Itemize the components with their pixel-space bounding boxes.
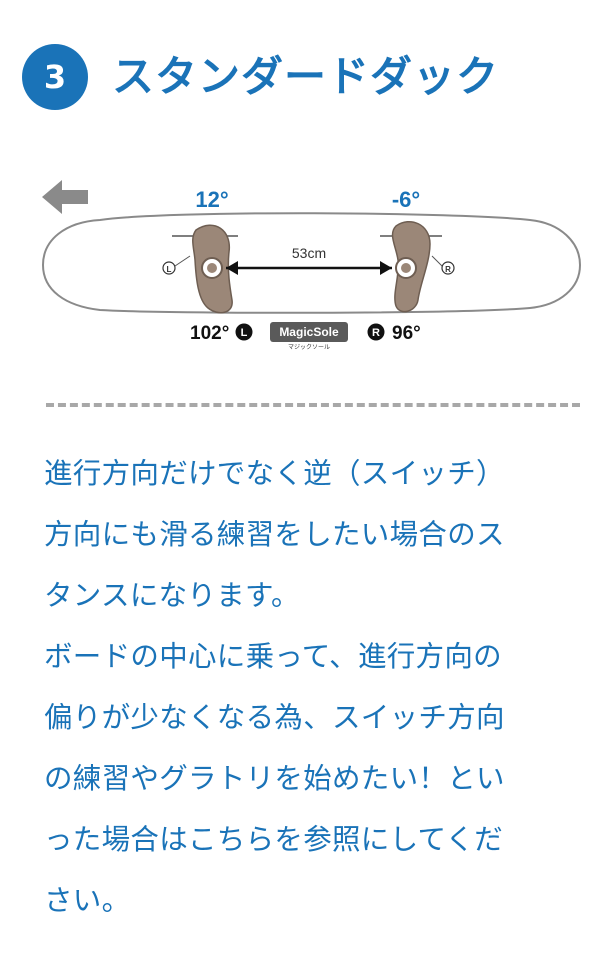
right-marker: R [372, 327, 380, 339]
right-marker-small: R [445, 265, 451, 274]
description-line: ボードの中心に乗って、進行方向の [44, 640, 502, 673]
arrow-left-icon [42, 180, 88, 214]
stance-description: 進行方向だけでなく逆（スイッチ） 方向にも滑る練習をしたい場合のス タンスになり… [44, 443, 574, 931]
stance-title: スタンダードダック [112, 52, 500, 101]
left-marker: L [241, 327, 248, 339]
description-line: タンスになります。 [44, 579, 300, 612]
left-marker-small: L [167, 265, 172, 274]
snowboard-outline [41, 212, 582, 314]
description-line: 偏りが少なくなる為、スイッチ方向 [44, 701, 505, 734]
step-header: 3 スタンダードダック [22, 44, 582, 110]
step-number-badge: 3 [22, 44, 88, 110]
description-line: 方向にも滑る練習をしたい場合のス [44, 518, 505, 551]
description-line: った場合はこちらを参照にしてくだ [44, 823, 504, 856]
description-line: 進行方向だけでなく逆（スイッチ） [44, 457, 505, 490]
description-line: の練習やグラトリを始めたい！とい [44, 762, 505, 795]
svg-text:マジックソール: マジックソール [288, 344, 330, 351]
left-setting-label: 102° [190, 323, 229, 344]
rear-angle-label: -6° [392, 187, 420, 212]
description-line: さい。 [44, 884, 131, 917]
svg-text:MagicSole: MagicSole [279, 325, 339, 339]
front-angle-label: 12° [195, 187, 228, 212]
right-setting-label: 96° [392, 323, 421, 344]
magicsole-logo [270, 322, 348, 342]
stance-width-label: 53cm [292, 245, 326, 261]
dashed-divider [46, 403, 580, 407]
stance-diagram: 53cm 12° -6° L R 102° L MagicSole マジックソー… [41, 180, 582, 351]
